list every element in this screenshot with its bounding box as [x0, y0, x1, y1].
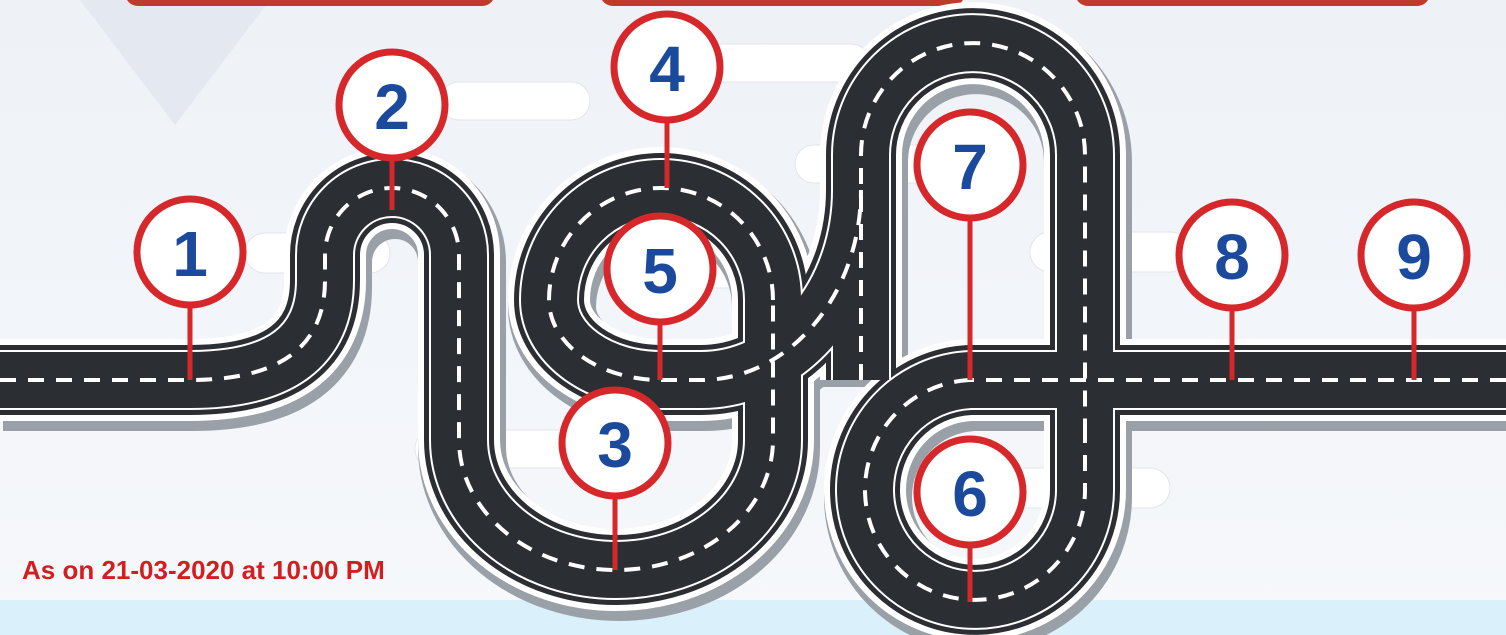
- bottom-band: [0, 600, 1506, 635]
- top-tab-right: [1075, 0, 1430, 6]
- marker-number-1: 1: [172, 218, 208, 290]
- marker-4: 4: [614, 14, 720, 120]
- marker-8: 8: [1179, 202, 1285, 308]
- timestamp-label: As on 21-03-2020 at 10:00 PM: [22, 555, 385, 586]
- marker-9: 9: [1361, 202, 1467, 308]
- marker-number-8: 8: [1214, 221, 1250, 293]
- marker-1: 1: [137, 199, 243, 305]
- marker-number-2: 2: [374, 71, 410, 143]
- marker-5: 5: [607, 216, 713, 322]
- marker-number-9: 9: [1396, 221, 1432, 293]
- marker-2: 2: [339, 52, 445, 158]
- marker-number-5: 5: [642, 235, 678, 307]
- top-tab-left: [125, 0, 495, 6]
- marker-number-7: 7: [952, 131, 988, 203]
- label-tab-2: [440, 82, 590, 120]
- top-tab-middle: [600, 0, 965, 6]
- marker-number-4: 4: [649, 33, 685, 105]
- marker-3: 3: [562, 390, 668, 496]
- marker-number-6: 6: [952, 458, 988, 530]
- marker-6: 6: [917, 439, 1023, 545]
- marker-number-3: 3: [597, 409, 633, 481]
- marker-7: 7: [917, 112, 1023, 218]
